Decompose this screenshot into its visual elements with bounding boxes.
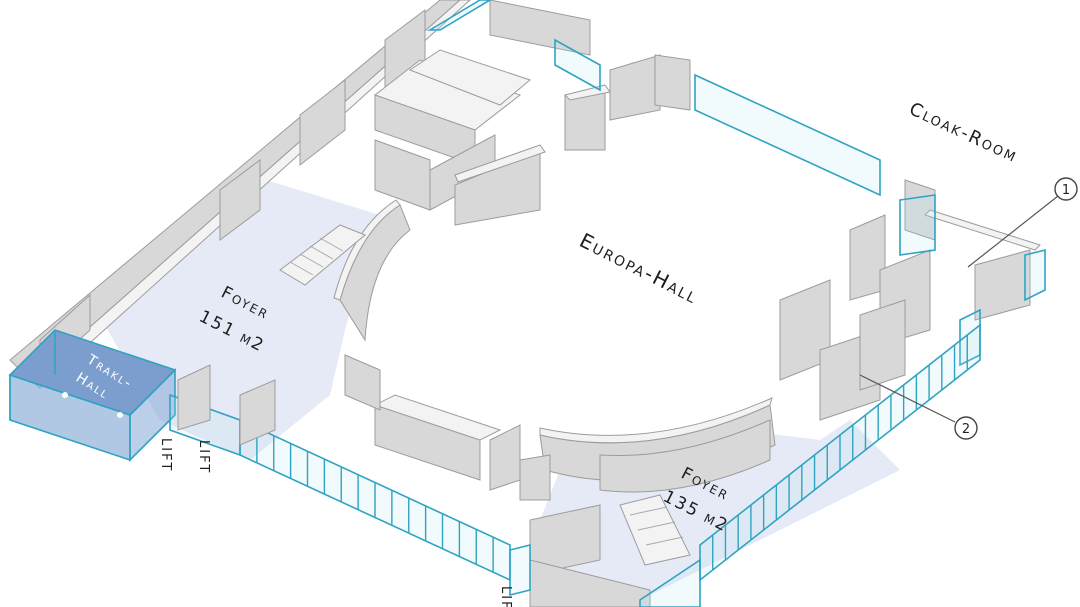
label-lift-1: LIFT: [158, 438, 173, 472]
outer-wall-left: [9, 0, 471, 389]
glass-mullions-right: [712, 335, 968, 570]
callout-2-number: 2: [962, 422, 970, 437]
staircase-right: [619, 494, 691, 566]
staircase-left: [279, 224, 366, 286]
glass-right: [899, 194, 1046, 367]
trakl-hall: [8, 329, 177, 462]
callout-2: 2: [859, 374, 978, 440]
glass-mullions-bottom: [256, 427, 494, 573]
glass-top: [427, 0, 881, 197]
callout-1-number: 1: [1062, 183, 1070, 198]
upper-rooms: [373, 0, 691, 226]
lower-stairs-room: [529, 504, 651, 607]
label-cloak-room: Cloak-Room: [906, 98, 1021, 167]
label-lift-3: LIFT: [498, 586, 513, 607]
europa-hall: [333, 199, 810, 493]
lift-shaft-left: [177, 364, 276, 446]
lift-shaft-bottom: [509, 543, 531, 597]
callout-1: 1: [967, 177, 1078, 268]
label-lift-2: LIFT: [196, 440, 211, 474]
right-rooms: [849, 179, 1041, 391]
